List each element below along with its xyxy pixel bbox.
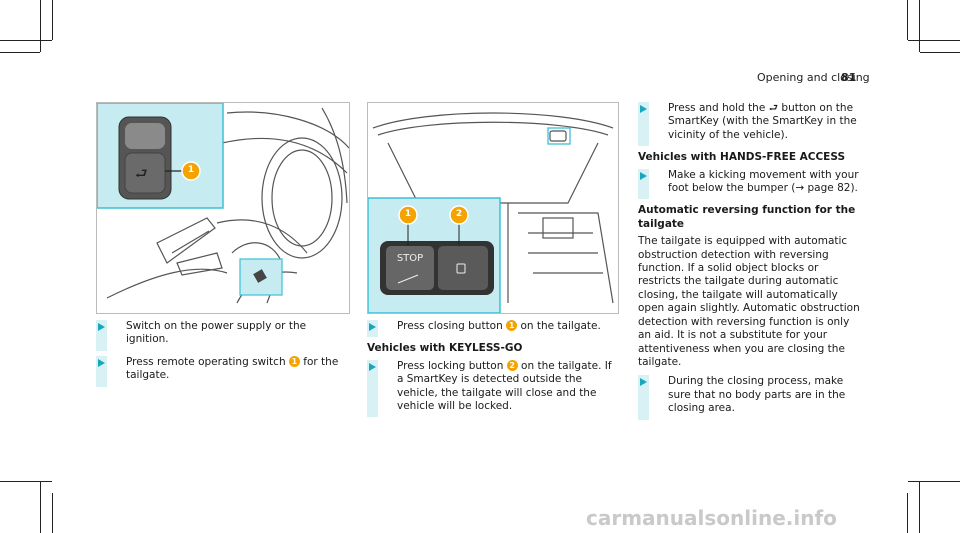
crop-mark: [908, 481, 960, 482]
callout-badge: 2: [506, 359, 518, 371]
step-arrow-icon: [640, 105, 647, 113]
page-header-title: Opening and closing: [757, 71, 870, 84]
step-arrow-icon: [98, 358, 105, 367]
crop-mark: [52, 493, 53, 533]
step-text: Switch on the power supply or the igniti…: [126, 320, 307, 346]
step-text: on the tailgate.: [517, 320, 601, 332]
instruction-step: Press locking button 2 on the tailgate. …: [367, 359, 619, 418]
step-text: Press locking button: [397, 359, 507, 372]
step-arrow-icon: [369, 323, 376, 331]
callout-1: 1: [404, 209, 412, 219]
crop-mark: [919, 481, 920, 533]
step-bar: [96, 355, 107, 387]
section-heading: Vehicles with HANDS-FREE ACCESS: [638, 151, 846, 164]
step-arrow-icon: [369, 362, 376, 371]
column-1: Switch on the power supply or the igniti…: [96, 320, 346, 392]
crop-mark: [0, 52, 40, 53]
column-2: Press closing button 1 on the tailgate. …: [367, 320, 619, 422]
step-bar: [96, 320, 107, 351]
column-3: Press and hold the ⮐ button on the Smart…: [638, 102, 860, 425]
watermark: carmanualsonline.info: [586, 506, 837, 530]
step-arrow-icon: [640, 378, 647, 387]
crop-mark: [0, 481, 52, 482]
instruction-step: Make a kicking movement with your foot b…: [638, 168, 860, 200]
step-text: Press and hold the ⮐ button on the Smart…: [668, 102, 857, 141]
stop-label: STOP: [396, 253, 424, 264]
instruction-step: During the closing process, make sure th…: [638, 375, 860, 420]
callout-1: 1: [187, 165, 195, 175]
step-text: During the closing process, make sure th…: [668, 375, 846, 415]
step-arrow-icon: [640, 171, 647, 180]
step-bar: [638, 102, 649, 147]
step-arrow-icon: [98, 323, 105, 331]
callout-badge: 1: [288, 355, 300, 367]
instruction-step: Press and hold the ⮐ button on the Smart…: [638, 102, 860, 147]
callout-badge: 1: [506, 320, 518, 331]
section-heading: Vehicles with KEYLESS-GO: [367, 342, 523, 355]
instruction-step: Press closing button 1 on the tailgate.: [367, 320, 619, 338]
crop-mark: [908, 40, 960, 41]
step-text: Press remote operating switch: [126, 355, 289, 368]
step-text: on the tailgate. If a SmartKey is detect…: [397, 359, 612, 413]
instruction-step: Press remote operating switch 1 for the …: [96, 355, 346, 387]
callout-2: 2: [455, 209, 463, 219]
crop-mark: [52, 0, 53, 40]
step-bar: [367, 359, 378, 418]
step-bar: [638, 375, 649, 420]
step-text: Make a kicking movement with your foot b…: [668, 168, 859, 195]
crop-mark: [907, 493, 908, 533]
switch-inset: ⮐: [97, 103, 283, 296]
page-number: 81: [841, 71, 857, 84]
tailgate-illustration: [368, 112, 614, 313]
crop-mark: [0, 40, 52, 41]
instruction-step: Switch on the power supply or the igniti…: [96, 320, 346, 351]
step-bar: [638, 168, 649, 200]
crop-mark: [907, 0, 908, 40]
crop-mark: [920, 52, 960, 53]
section-heading: Automatic reversing function for the tai…: [638, 204, 856, 230]
svg-text:⮐: ⮐: [135, 166, 148, 182]
crop-mark: [40, 481, 41, 533]
crop-mark: [919, 0, 920, 52]
step-text: Press closing button: [397, 320, 507, 332]
figure-tailgate-buttons: 1 2 STOP: [367, 102, 619, 314]
body-paragraph: The tailgate is equipped with automatic …: [638, 235, 860, 368]
crop-mark: [40, 0, 41, 52]
step-text: for the tailgate.: [126, 355, 339, 382]
figure-tailgate-switch: ⮐ 1: [96, 102, 350, 314]
